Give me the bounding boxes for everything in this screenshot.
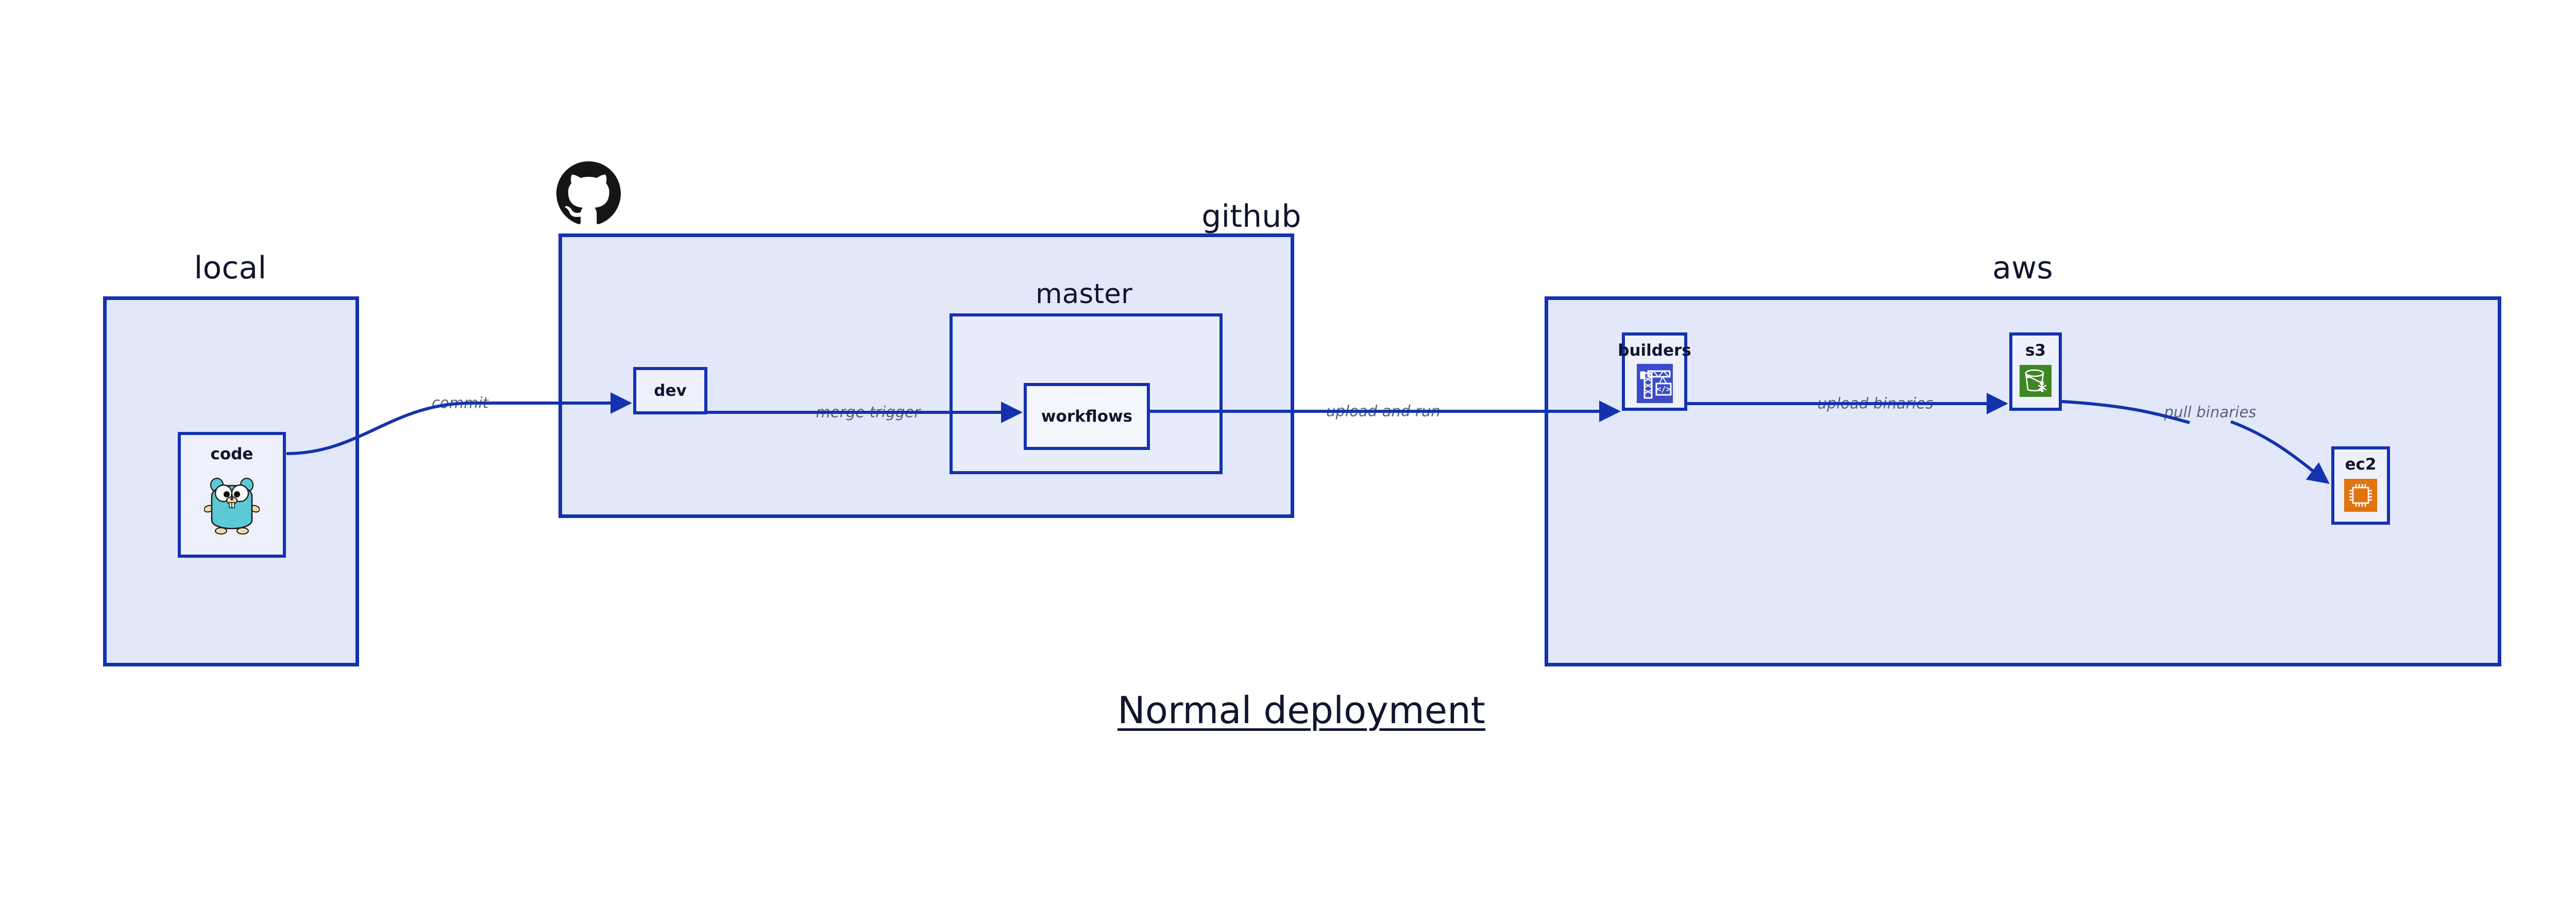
node-dev[interactable]: dev: [633, 367, 707, 414]
node-label-dev: dev: [654, 381, 687, 400]
subgroup-label-master: master: [1035, 278, 1133, 310]
svg-text:</>: </>: [1656, 385, 1670, 394]
group-label-github: github: [1201, 198, 1301, 235]
node-s3[interactable]: s3: [2009, 332, 2062, 411]
group-label-aws: aws: [1992, 250, 2053, 286]
edge-label-merge-trigger: merge trigger: [812, 405, 924, 420]
node-label-s3: s3: [2025, 341, 2046, 360]
node-code[interactable]: code: [178, 432, 286, 558]
aws-codebuild-crane-icon: </>: [1636, 364, 1673, 405]
node-label-code: code: [210, 445, 253, 463]
node-label-ec2: ec2: [2345, 455, 2377, 474]
node-label-builders: builders: [1618, 341, 1691, 360]
node-workflows[interactable]: workflows: [1024, 383, 1150, 450]
node-builders[interactable]: builders </>: [1618, 332, 1691, 411]
aws-ec2-chip-icon: [2344, 479, 2377, 514]
edge-label-commit: commit: [429, 395, 491, 411]
go-gopher-icon: [204, 471, 260, 538]
node-ec2[interactable]: ec2: [2331, 446, 2390, 525]
diagram-title: Normal deployment: [1117, 689, 1486, 732]
aws-s3-glacier-bucket-icon: [2020, 365, 2052, 399]
edge-label-pull-binaries: pull binaries: [2161, 405, 2260, 420]
node-label-workflows: workflows: [1041, 407, 1133, 426]
group-label-local: local: [194, 250, 267, 286]
github-octocat-icon: [556, 161, 621, 226]
edge-label-upload-and-run: upload and run: [1324, 404, 1443, 419]
edge-label-upload-binaries: upload binaries: [1814, 396, 1937, 411]
